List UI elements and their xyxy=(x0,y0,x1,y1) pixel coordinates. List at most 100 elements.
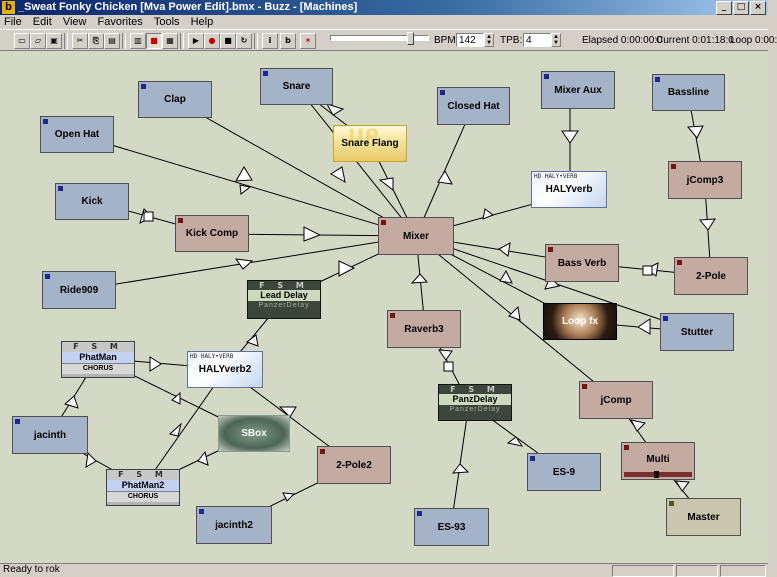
blah-icon[interactable]: b xyxy=(280,33,296,49)
toolbar-separator xyxy=(122,33,126,49)
cut-icon[interactable]: ✂ xyxy=(72,33,88,49)
machine-bass-verb[interactable]: Bass Verb xyxy=(545,244,619,282)
machine-subtitle: CHORUS xyxy=(62,363,134,374)
toolbar-separator xyxy=(180,33,184,49)
machine-led-icon xyxy=(655,77,660,82)
machine-led-icon xyxy=(45,274,50,279)
machine-kick[interactable]: Kick xyxy=(55,183,129,220)
machine-label: Kick xyxy=(81,196,103,207)
elapsed-time: Elapsed 0:00:00:0 xyxy=(582,35,663,46)
machine-loop-fx[interactable]: Loop fx xyxy=(543,303,617,340)
master-volume-slider[interactable] xyxy=(330,35,429,41)
tpb-spinner-icon[interactable]: ▲▼ xyxy=(551,33,561,47)
panic-icon[interactable]: ✶ xyxy=(300,33,316,49)
machine-jacinth2[interactable]: jacinth2 xyxy=(196,506,272,544)
new-file-icon[interactable]: ▭ xyxy=(14,33,30,49)
machine-skin-watermark: ᑌᑭ xyxy=(348,124,380,148)
machine-mixer[interactable]: Mixer xyxy=(378,217,454,255)
machine-ride909[interactable]: Ride909 xyxy=(42,271,116,309)
menu-file[interactable]: File xyxy=(4,16,22,28)
machine-subtitle: PanzerDelay xyxy=(449,406,501,413)
save-file-icon[interactable]: ▣ xyxy=(46,33,62,49)
paste-icon[interactable]: ▤ xyxy=(104,33,120,49)
machine-view-icon[interactable]: ■ xyxy=(146,33,162,49)
machine-led-icon xyxy=(141,84,146,89)
machine-led-icon xyxy=(417,511,422,516)
buzz-app-icon[interactable]: b xyxy=(2,1,15,14)
machine-led-icon xyxy=(669,501,674,506)
machine-led-icon xyxy=(530,456,535,461)
machine-raverb3[interactable]: Raverb3 xyxy=(387,310,461,348)
machine-led-icon xyxy=(199,509,204,514)
machine-mixer-aux[interactable]: Mixer Aux xyxy=(541,71,615,109)
sequence-view-icon[interactable]: ▦ xyxy=(162,33,178,49)
machine-stutter[interactable]: Stutter xyxy=(660,313,734,351)
close-icon[interactable]: × xyxy=(750,1,766,15)
machine-led-icon xyxy=(178,218,183,223)
menu-tools[interactable]: Tools xyxy=(153,16,180,28)
menu-view[interactable]: View xyxy=(62,16,87,28)
machine-subtitle: PanzerDelay xyxy=(258,302,310,309)
machine-multi[interactable]: Multi xyxy=(621,442,695,480)
machine-label: 2-Pole xyxy=(695,270,726,282)
minimize-icon[interactable]: _ xyxy=(716,1,732,15)
tpb-input[interactable]: 4 xyxy=(523,33,551,47)
machine-es-93[interactable]: ES-93 xyxy=(414,508,489,546)
machine-jcomp3[interactable]: jComp3 xyxy=(668,161,742,199)
pattern-view-icon[interactable]: ▥ xyxy=(130,33,146,49)
machine-label: Snare xyxy=(282,81,311,92)
machine-label: jComp xyxy=(600,394,632,406)
machine-label: ES-9 xyxy=(552,466,576,478)
machine-led-icon xyxy=(677,260,682,265)
loop-icon[interactable]: ↻ xyxy=(236,33,252,49)
machine-label: SBox xyxy=(241,428,267,439)
machine-led-icon xyxy=(671,164,676,169)
machine-view[interactable]: Clap Snare Closed Hat Mixer Aux Bassline… xyxy=(0,51,768,563)
multi-level-knob[interactable] xyxy=(654,471,659,478)
machine-jcomp[interactable]: jComp xyxy=(579,381,653,419)
copy-icon[interactable]: ⎘ xyxy=(88,33,104,49)
menu-edit[interactable]: Edit xyxy=(32,16,52,28)
machine-open-hat[interactable]: Open Hat xyxy=(40,116,114,153)
record-icon[interactable]: ● xyxy=(204,33,220,49)
machine-label: Stutter xyxy=(680,326,714,338)
machine-jacinth[interactable]: jacinth xyxy=(12,416,88,454)
play-icon[interactable]: ▶ xyxy=(188,33,204,49)
machine-master[interactable]: Master xyxy=(666,498,741,536)
machine-snare[interactable]: Snare xyxy=(260,68,333,105)
machine-label: Loop fx xyxy=(561,316,599,327)
machine-led-icon xyxy=(440,90,445,95)
toolbar: ▭ ▱ ▣ ✂ ⎘ ▤ ▥ ■ ▦ ▶ ● ■ ↻ i b ✶ BPM: 142… xyxy=(0,29,777,51)
machine-2-pole2[interactable]: 2-Pole2 xyxy=(317,446,391,484)
machine-label: Bass Verb xyxy=(557,257,607,269)
bpm-label: BPM: xyxy=(434,35,459,46)
machine-es-9[interactable]: ES-9 xyxy=(527,453,601,491)
machine-closed-hat[interactable]: Closed Hat xyxy=(437,87,510,125)
menu-help[interactable]: Help xyxy=(190,16,214,28)
bpm-input[interactable]: 142 xyxy=(456,33,484,47)
stop-icon[interactable]: ■ xyxy=(220,33,236,49)
machine-bassline[interactable]: Bassline xyxy=(652,74,725,111)
machine-clap[interactable]: Clap xyxy=(138,81,212,118)
machine-led-icon xyxy=(381,220,386,225)
fsm-badge: F S M xyxy=(107,470,179,480)
open-file-icon[interactable]: ▱ xyxy=(30,33,46,49)
machine-sbox[interactable]: SBox xyxy=(218,415,290,452)
info-icon[interactable]: i xyxy=(262,33,278,49)
master-volume-thumb[interactable] xyxy=(407,32,414,45)
maximize-icon[interactable]: □ xyxy=(733,1,749,15)
machine-2-pole[interactable]: 2-Pole xyxy=(674,257,748,295)
machine-label: jacinth xyxy=(33,429,67,441)
machine-led-icon xyxy=(263,71,268,76)
bpm-spinner-icon[interactable]: ▲▼ xyxy=(484,33,494,47)
machine-kick-comp[interactable]: Kick Comp xyxy=(175,215,249,252)
menu-favorites[interactable]: Favorites xyxy=(97,16,143,28)
machine-label: Open Hat xyxy=(54,129,100,140)
